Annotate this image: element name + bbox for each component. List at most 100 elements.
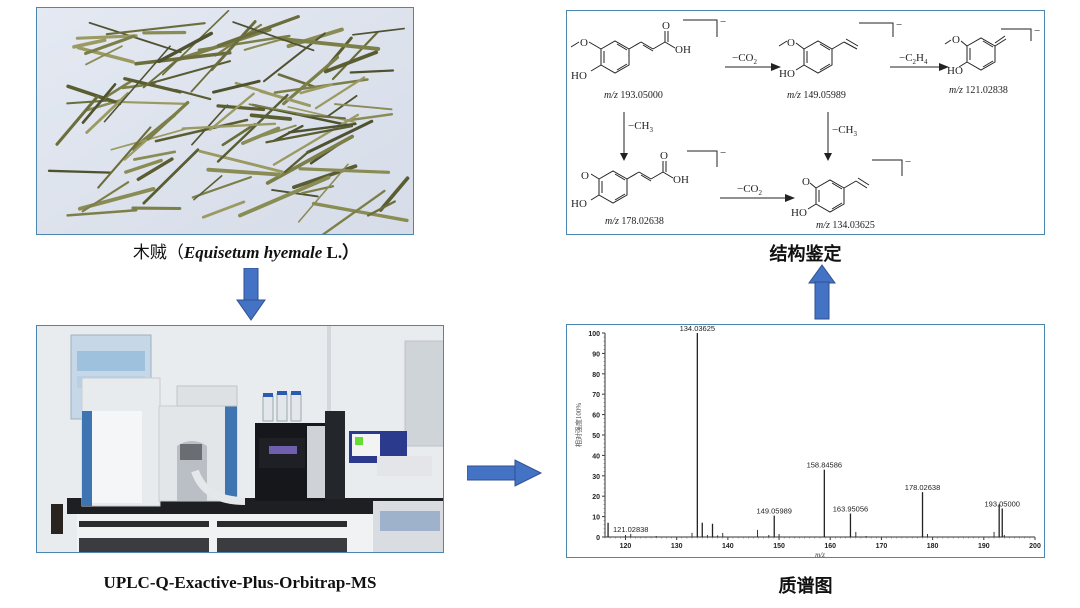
atom-label: O (581, 170, 589, 182)
stem (249, 113, 293, 121)
peak-label: 178.02638 (905, 483, 940, 492)
stem (146, 100, 190, 141)
stem (314, 76, 366, 110)
stem (66, 208, 138, 217)
atom-label: O (580, 37, 588, 49)
plant-caption-latin: Equisetum hyemale (183, 243, 323, 262)
peak-label: 163.95056 (833, 505, 868, 514)
stem (124, 158, 163, 174)
structure-panel: − − − − − O HO O OH O HO O HO O HO O OH … (566, 10, 1045, 235)
mz-label-149: m/z 149.05989 (787, 90, 846, 101)
stem (262, 124, 297, 137)
stem (216, 93, 289, 163)
stem (123, 77, 182, 94)
atom-label: HO (791, 207, 807, 219)
stem (75, 34, 138, 40)
structure-193 (570, 19, 718, 74)
x-tick-label: 190 (978, 543, 990, 550)
stem (272, 113, 360, 166)
stem (366, 200, 396, 217)
stem (344, 113, 394, 122)
plant-caption-cn: 木贼（ (132, 243, 184, 262)
loss-co2-bottom: −CO2 (737, 183, 762, 197)
stem (378, 176, 410, 212)
stem (279, 36, 381, 51)
stem (191, 176, 252, 199)
loss-ch3-left: −CH3 (628, 120, 653, 134)
plant-photo-panel (36, 7, 414, 235)
peak-label: 149.05989 (757, 507, 792, 516)
stem (136, 157, 174, 182)
stem (306, 119, 374, 154)
stem (105, 22, 206, 36)
stem (334, 103, 393, 111)
stem (81, 181, 130, 213)
stem (66, 84, 122, 106)
peak-label: 158.84586 (807, 461, 842, 470)
horsetail-stems (47, 9, 410, 234)
structure-149 (778, 22, 894, 74)
charge-sign: − (905, 156, 911, 168)
fragmentation-scheme: − − − − − O HO O OH O HO O HO O HO O OH … (570, 16, 1040, 231)
stem (282, 55, 340, 106)
stem (265, 124, 354, 144)
stem (198, 149, 284, 174)
stem (181, 122, 277, 130)
peak-label: 193.05000 (985, 499, 1020, 508)
stem (352, 27, 405, 36)
charge-sign: − (896, 19, 902, 31)
stem (191, 104, 229, 146)
y-tick-label: 30 (592, 474, 600, 481)
peak-label: 121.02838 (613, 525, 648, 534)
stem (240, 126, 281, 145)
stem (221, 122, 257, 147)
stem (85, 92, 130, 134)
stem (212, 79, 261, 94)
up-arrow-icon (808, 264, 836, 320)
atom-label: HO (571, 198, 587, 210)
down-arrow-icon (236, 268, 266, 321)
stem (103, 45, 171, 123)
peak-label: 134.03625 (680, 325, 715, 333)
stem (311, 201, 409, 223)
loss-ch3-right: −CH3 (832, 124, 857, 138)
stem (101, 79, 134, 101)
y-tick-label: 90 (592, 351, 600, 358)
mz-label-134: m/z 134.03625 (816, 220, 875, 231)
stem (326, 94, 358, 118)
x-tick-label: 200 (1029, 543, 1041, 550)
x-axis-label: m/z (815, 551, 825, 558)
stem (216, 104, 266, 112)
stem (265, 134, 355, 185)
y-tick-label: 80 (592, 372, 600, 379)
stem (297, 163, 349, 223)
mz-label-121: m/z 121.02838 (949, 85, 1008, 96)
stem (349, 69, 395, 74)
charge-sign: − (1034, 25, 1040, 37)
y-tick-label: 0 (596, 535, 600, 542)
x-tick-label: 120 (620, 543, 632, 550)
stem (298, 167, 391, 174)
stem (85, 45, 123, 66)
stem (238, 175, 331, 218)
y-tick-label: 40 (592, 453, 600, 460)
stem (201, 200, 246, 219)
stem (287, 122, 357, 134)
stem (210, 20, 257, 72)
stem (97, 126, 152, 189)
atom-label: O (662, 20, 670, 32)
x-tick-label: 170 (876, 543, 888, 550)
stem (47, 169, 112, 174)
x-tick-label: 130 (671, 543, 683, 550)
stem (232, 21, 315, 52)
stem (248, 103, 312, 117)
atom-label: O (660, 150, 668, 162)
atom-label: O (787, 37, 795, 49)
mz-label-178: m/z 178.02638 (605, 216, 664, 227)
charge-sign: − (720, 147, 726, 159)
instrument-photo (37, 326, 443, 552)
stem (134, 51, 232, 66)
y-tick-label: 50 (592, 433, 600, 440)
